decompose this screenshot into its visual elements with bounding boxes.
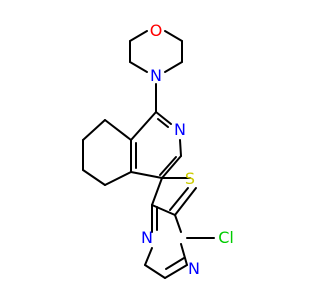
bond [169,187,189,211]
bond [144,247,153,266]
bond [129,30,148,42]
bond [164,61,183,73]
molecule-structure: O N N S N N Cl [82,21,234,279]
molecule-canvas: O N N S N N Cl [82,21,234,279]
bond [130,111,157,141]
bond [164,30,183,42]
pyrimidine-nitrogen-upper-label: N [141,228,153,247]
bond [144,264,166,279]
bond [159,156,177,176]
pyridine-nitrogen-label: N [174,120,186,139]
bond [129,61,148,73]
bond [82,169,106,186]
bond [104,119,132,141]
bond [157,118,169,128]
pyrimidine-nitrogen-lower-label: N [188,259,200,278]
morpholine-nitrogen-label: N [150,66,162,85]
bond [164,264,188,279]
bond [130,171,163,179]
bond [151,177,163,206]
bond [179,139,182,157]
sulfur-atom-label: S [185,169,195,188]
bond [104,171,132,186]
bond [174,214,182,233]
bond [151,204,176,216]
bond [174,187,197,216]
bond [155,111,172,125]
bond [82,119,106,141]
bond [165,257,185,270]
bond [161,155,182,179]
bond [180,243,188,266]
oxygen-atom-label: O [150,21,163,40]
chlorine-atom-label: Cl [218,228,234,247]
